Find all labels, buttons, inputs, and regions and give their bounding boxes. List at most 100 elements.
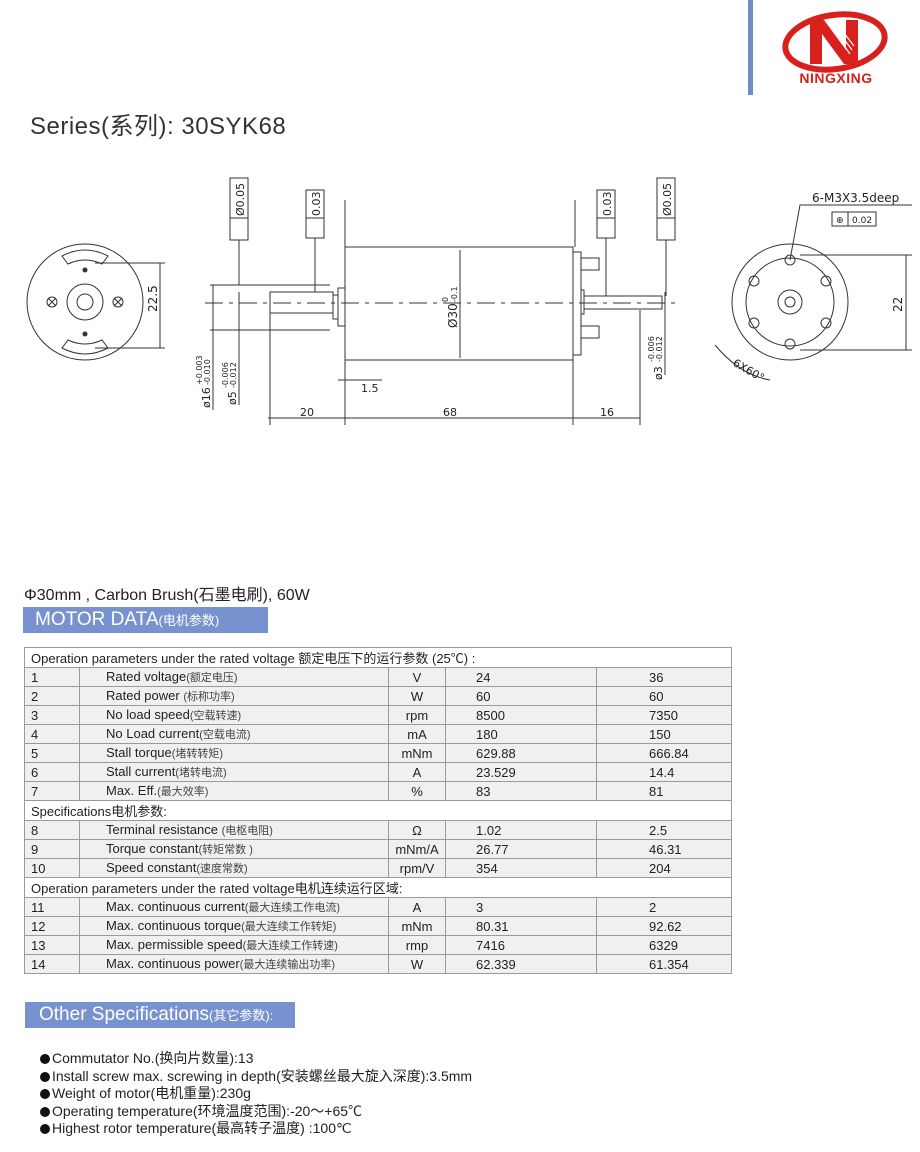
parameter-label-cn: (标称功率) — [183, 691, 235, 703]
parameter-label: Rated power — [106, 688, 184, 703]
row-number: 2 — [24, 686, 80, 706]
motor-dimension-drawing: 22.5 Ø0.0 — [26, 177, 912, 425]
boss-tol-upper: +0.003 — [195, 355, 204, 385]
table-row: 14 Max. continuous power(最大连续输出功率) W 62.… — [24, 954, 732, 974]
position-tolerance: 0.02 — [852, 216, 872, 226]
parameter-label: Speed constant — [106, 860, 197, 875]
value-36v: 36 — [596, 667, 732, 687]
shaft-tol-upper: -0.006 — [221, 362, 230, 388]
parameter-label-cn: (堵转转矩) — [171, 748, 224, 760]
row-number: 14 — [24, 954, 80, 974]
other-specs-title-cn: (其它参数): — [209, 1008, 274, 1023]
table-row: 13 Max. permissible speed(最大连续工作转速) rmp … — [24, 935, 732, 955]
parameter-name: Max. continuous power(最大连续输出功率) — [79, 954, 389, 974]
value-24v: 354 — [445, 858, 597, 878]
value-36v: 666.84 — [596, 743, 732, 763]
hole-angle: 6X60° — [731, 356, 767, 384]
value-36v: 7350 — [596, 705, 732, 725]
parameter-label: Stall current — [106, 764, 176, 779]
position-symbol-icon: ⊕ — [836, 216, 844, 226]
parameter-label-cn: (空载转速) — [189, 710, 242, 722]
value-36v: 46.31 — [596, 839, 732, 859]
unit: mNm — [388, 916, 446, 936]
value-24v: 62.339 — [445, 954, 597, 974]
row-number: 4 — [24, 724, 80, 744]
spec-item: Install screw max. screwing in depth(安装螺… — [40, 1068, 472, 1086]
table-row: 1 Rated voltage(额定电压) V 24 36 — [24, 667, 732, 687]
parameter-label: No Load current — [106, 726, 200, 741]
other-specs-banner: Other Specifications(其它参数): — [25, 1002, 295, 1028]
holes-spec: 6-M3X3.5deep — [812, 191, 899, 205]
unit: A — [388, 897, 446, 917]
parameter-name: Max. permissible speed(最大连续工作转速) — [79, 935, 389, 955]
boss-diameter: ø16 — [200, 387, 213, 408]
dim-front: 20 — [300, 406, 314, 419]
value-36v: 61.354 — [596, 954, 732, 974]
motor-subtitle: Φ30mm , Carbon Brush(石墨电刷), 60W — [24, 587, 310, 604]
parameter-name: No Load current(空载电流) — [79, 724, 389, 744]
unit: rpm/V — [388, 858, 446, 878]
parameter-label-cn: (速度常数) — [196, 863, 248, 875]
value-36v: 6329 — [596, 935, 732, 955]
unit: Ω — [388, 820, 446, 840]
table-row: 4 No Load current(空载电流) mA 180 150 — [24, 724, 732, 744]
side-view: Ø0.05 0.03 0.03 Ø0.05 Ø30 0 -0.1 ø16 +0.… — [195, 177, 680, 425]
spec-item: Highest rotor temperature(最高转子温度) :100℃ — [40, 1120, 472, 1138]
parameter-name: Torque constant(转矩常数 ) — [79, 839, 389, 859]
dim-rear: 16 — [600, 406, 614, 419]
row-number: 11 — [24, 897, 80, 917]
ningxing-logo — [782, 11, 888, 73]
parameter-label: Stall torque — [106, 745, 172, 760]
table-row: 11 Max. continuous current(最大连续工作电流) A 3… — [24, 897, 732, 917]
parameter-label-cn: (最大效率) — [157, 786, 209, 798]
dim-body: 68 — [443, 406, 457, 419]
value-36v: 14.4 — [596, 762, 732, 782]
parameter-name: Max. continuous current(最大连续工作电流) — [79, 897, 389, 917]
rear-tol-lower: -0.012 — [655, 336, 664, 362]
table-row: 3 No load speed(空载转速) rpm 8500 7350 — [24, 705, 732, 725]
other-specs-title: Other Specifications — [39, 1004, 210, 1025]
parameter-label-cn: (最大连续工作电流) — [244, 902, 341, 914]
parameter-name: Max. continuous torque(最大连续工作转矩) — [79, 916, 389, 936]
front-end-view: 22.5 — [26, 243, 165, 361]
parameter-label: Max. continuous torque — [106, 918, 242, 933]
unit: mNm/A — [388, 839, 446, 859]
spec-text: Highest rotor temperature(最高转子温度) :100℃ — [52, 1120, 352, 1136]
spec-item: Weight of motor(电机重量):230g — [40, 1085, 472, 1103]
value-24v: 1.02 — [445, 820, 597, 840]
parameter-name: Stall torque(堵转转矩) — [79, 743, 389, 763]
parameter-label: Rated voltage — [106, 669, 187, 684]
unit: mNm — [388, 743, 446, 763]
table-row: 2 Rated power (标称功率) W 60 60 — [24, 686, 732, 706]
unit: W — [388, 954, 446, 974]
unit: rpm — [388, 705, 446, 725]
value-36v: 2.5 — [596, 820, 732, 840]
row-number: 13 — [24, 935, 80, 955]
tol-perp-left: Ø0.05 — [234, 183, 247, 216]
body-dia-tol-lower: -0.1 — [450, 286, 459, 302]
table-row: 6 Stall current(堵转电流) A 23.529 14.4 — [24, 762, 732, 782]
value-24v: 8500 — [445, 705, 597, 725]
parameter-label: Max. Eff. — [106, 783, 158, 798]
rear-tol-upper: -0.006 — [647, 336, 656, 362]
brand-name: NINGXING — [799, 70, 873, 86]
rear-view-dim: 22 — [891, 297, 905, 312]
value-24v: 24 — [445, 667, 597, 687]
row-number: 8 — [24, 820, 80, 840]
value-36v: 92.62 — [596, 916, 732, 936]
section-header: Operation parameters under the rated vol… — [24, 877, 732, 898]
row-number: 7 — [24, 781, 80, 801]
body-diameter: Ø30 — [446, 303, 460, 328]
table-row: 8 Terminal resistance (电枢电阻) Ω 1.02 2.5 — [24, 820, 732, 840]
parameter-label-cn: (空载电流) — [199, 729, 251, 741]
table-row: 10 Speed constant(速度常数) rpm/V 354 204 — [24, 858, 732, 878]
spec-text: Operating temperature(环境温度范围):-20～+65℃ — [52, 1102, 363, 1119]
spec-text: Commutator No.(换向片数量):13 — [52, 1050, 254, 1066]
row-number: 6 — [24, 762, 80, 782]
series-title: Series(系列): 30SYK68 — [30, 113, 287, 140]
bullet-icon — [40, 1106, 50, 1117]
motor-data-table: Operation parameters under the rated vol… — [24, 647, 732, 974]
shaft-tol-lower: -0.012 — [229, 362, 238, 388]
table-row: 5 Stall torque(堵转转矩) mNm 629.88 666.84 — [24, 743, 732, 763]
